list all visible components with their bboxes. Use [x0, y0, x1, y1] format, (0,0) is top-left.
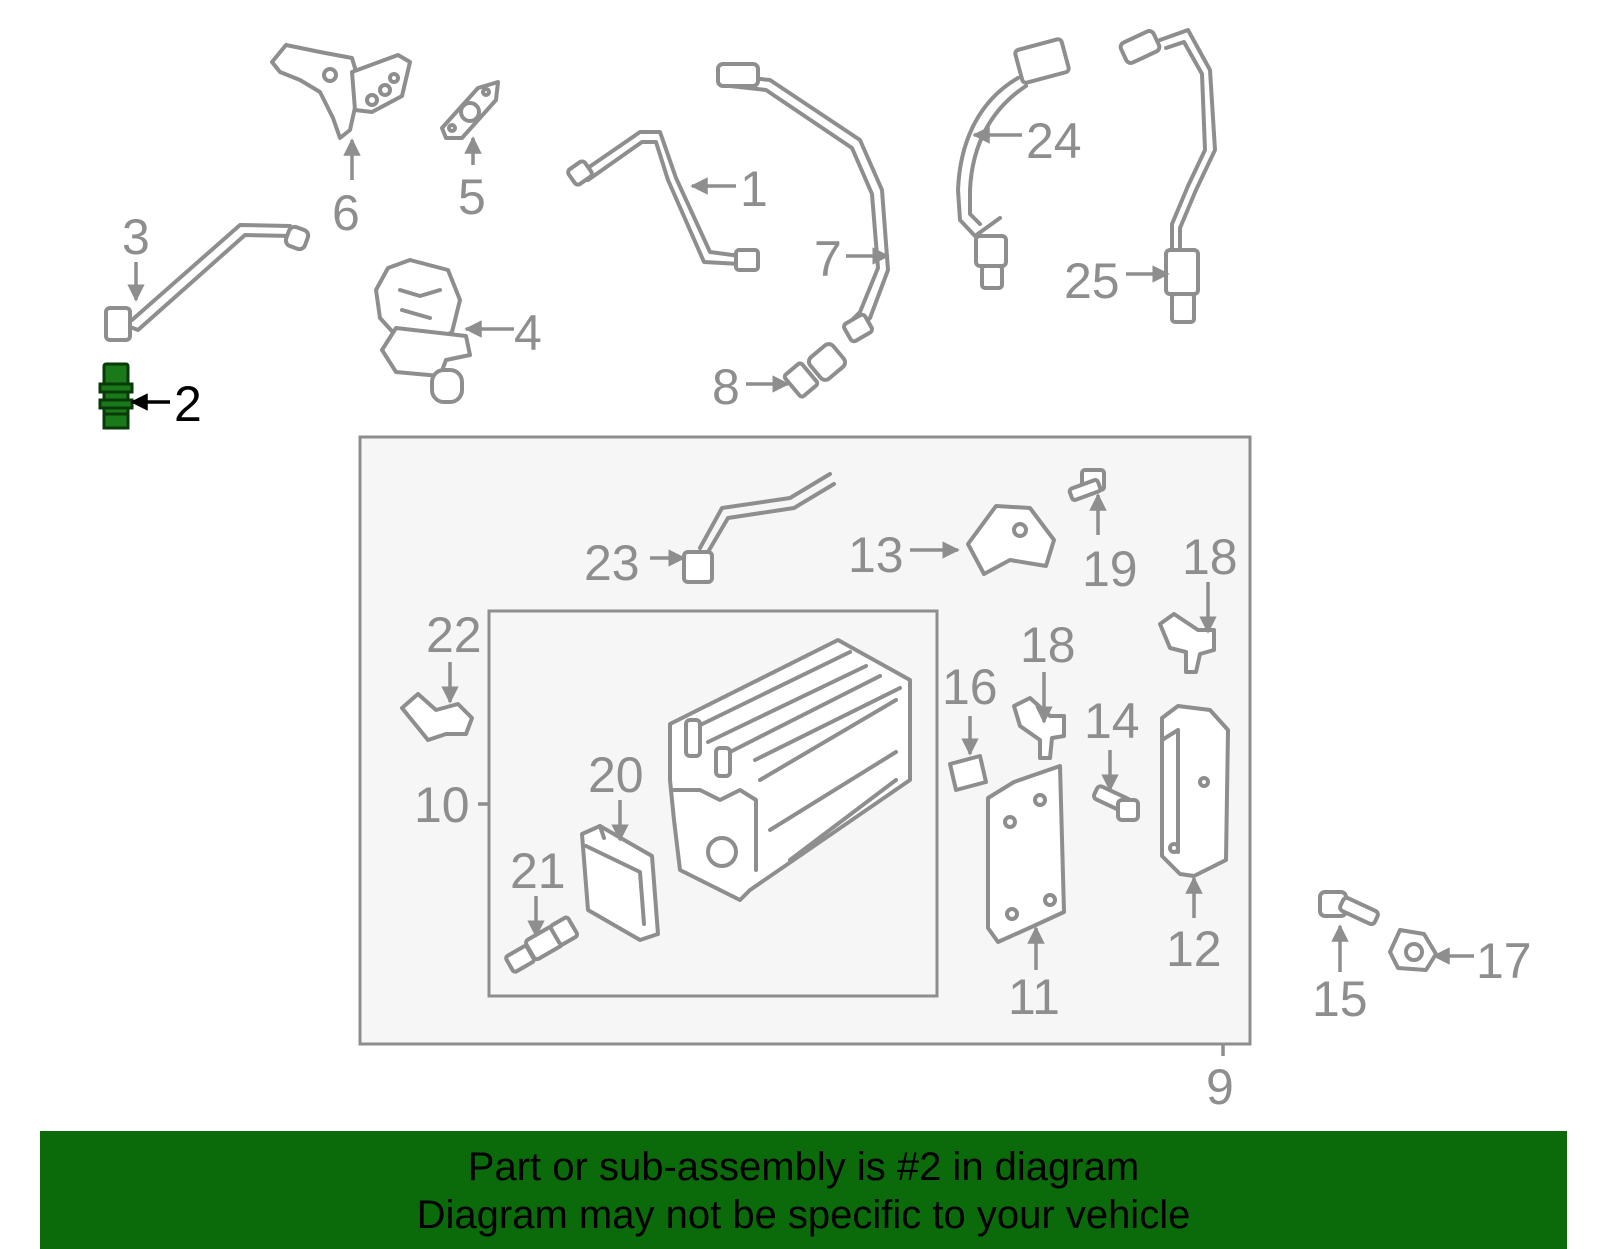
part-7-sensor-cable [716, 62, 890, 344]
part-4-valve [374, 258, 472, 404]
part-16-pad [948, 754, 988, 792]
info-banner: Part or sub-assembly is #2 in diagram Di… [40, 1131, 1567, 1249]
part-13-bracket [966, 504, 1056, 576]
callout-13: 13 [848, 527, 904, 583]
callout-4: 4 [514, 305, 542, 361]
part-22-hose [400, 692, 474, 742]
part-24-o2-sensor [956, 37, 1071, 290]
banner-part-note: Part or sub-assembly is #2 in diagram [467, 1145, 1140, 1189]
part-1-pipe [566, 130, 760, 272]
callout-25: 25 [1064, 253, 1120, 309]
part-8-sensor [782, 342, 848, 399]
part-3-tube [104, 223, 311, 342]
part-15-bolt [1318, 890, 1380, 927]
callout-11: 11 [1008, 969, 1060, 1025]
callout-20: 20 [588, 747, 644, 803]
banner-disclaimer: Diagram may not be specific to your vehi… [416, 1193, 1191, 1237]
callout-22: 22 [426, 607, 482, 663]
callout-6: 6 [332, 185, 360, 241]
callout-2: 2 [174, 376, 202, 432]
callout-17: 17 [1476, 933, 1532, 989]
callout-3: 3 [122, 209, 150, 265]
callout-14: 14 [1084, 693, 1140, 749]
callout-9: 9 [1206, 1059, 1234, 1115]
part-18-clip-a [1158, 612, 1216, 674]
callout-7: 7 [814, 231, 842, 287]
callout-18-upper: 18 [1182, 529, 1238, 585]
part-6-bracket [270, 43, 412, 140]
part-19-bolt [1067, 468, 1106, 502]
part-10-canister [668, 638, 912, 902]
part-11-bracket [986, 764, 1066, 944]
callout-16: 16 [942, 659, 998, 715]
part-2-valve [98, 362, 134, 430]
part-12-bracket [1160, 704, 1230, 878]
callout-24: 24 [1026, 113, 1082, 169]
callout-8: 8 [712, 359, 740, 415]
part-21-sensor [504, 915, 580, 974]
part-25-o2-sensor [1118, 28, 1217, 324]
callout-12: 12 [1166, 921, 1222, 977]
callout-5: 5 [458, 169, 486, 225]
part-5-gasket [440, 80, 500, 140]
callout-10: 10 [414, 777, 470, 833]
callout-15: 15 [1312, 971, 1368, 1027]
part-14-bolt [1092, 784, 1140, 822]
part-17-nut [1388, 928, 1438, 972]
part-20-filter [580, 824, 660, 942]
callout-21: 21 [510, 843, 566, 899]
callout-18-middle: 18 [1020, 617, 1076, 673]
callout-23: 23 [584, 535, 640, 591]
part-23-tube [682, 472, 836, 584]
callout-19: 19 [1082, 541, 1138, 597]
callout-1: 1 [740, 161, 768, 217]
